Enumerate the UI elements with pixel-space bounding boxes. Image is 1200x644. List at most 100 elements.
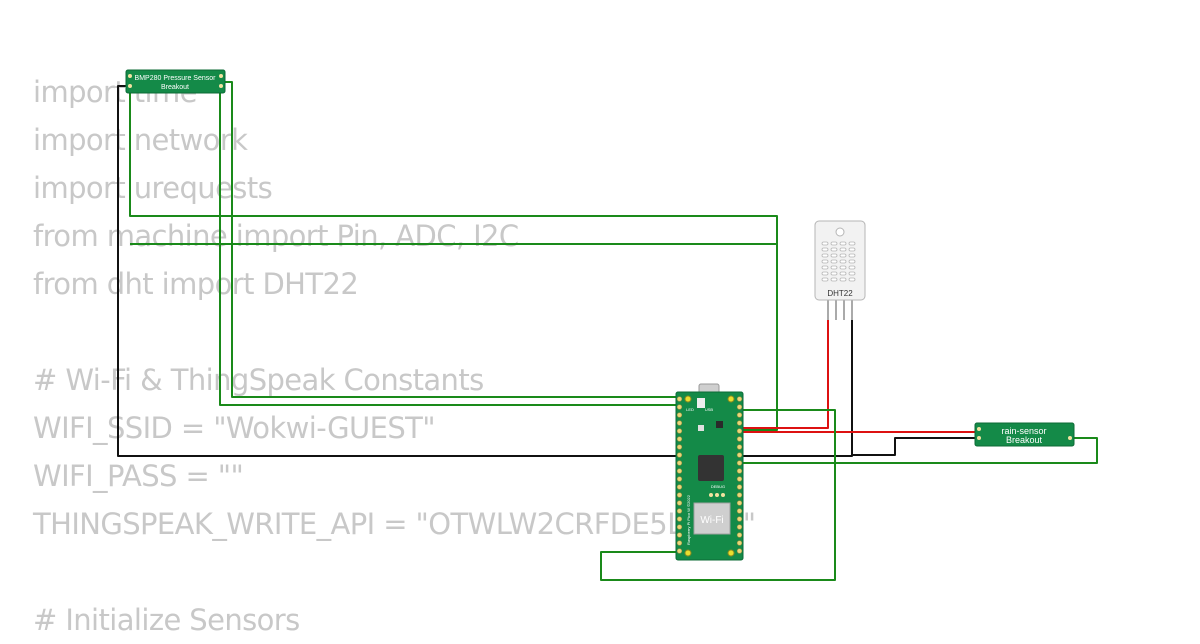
pico-usb-label: USB bbox=[705, 407, 714, 412]
wire-pico-loop[interactable] bbox=[600, 409, 836, 581]
bmp280-pin bbox=[128, 84, 132, 88]
bmp280-label-line2: Breakout bbox=[161, 84, 189, 91]
rain-sensor-pin bbox=[977, 427, 981, 431]
dht22-vent-slot bbox=[830, 253, 838, 258]
pico-pin[interactable] bbox=[736, 524, 743, 530]
code-line: from dht import DHT22 bbox=[33, 267, 359, 301]
wire-dht-vcc[interactable] bbox=[740, 305, 829, 429]
dht22-vent-slot bbox=[821, 241, 829, 246]
rain-sensor-pin bbox=[1068, 436, 1072, 440]
pico-pin[interactable] bbox=[736, 428, 743, 434]
pico-rp2040-chip bbox=[698, 455, 724, 481]
pico-pin[interactable] bbox=[676, 532, 683, 538]
pico-pin[interactable] bbox=[736, 516, 743, 522]
pico-pin[interactable] bbox=[736, 500, 743, 506]
wire-rain-gnd[interactable] bbox=[852, 437, 978, 456]
pico-debug-pin bbox=[721, 493, 725, 497]
dht22-vent-slot bbox=[839, 265, 847, 270]
dht22-vent-slot bbox=[848, 265, 856, 270]
dht22-vent-slot bbox=[821, 259, 829, 264]
pico-pin[interactable] bbox=[676, 476, 683, 482]
pico-pin[interactable] bbox=[736, 420, 743, 426]
dht22-vent-slot bbox=[821, 253, 829, 258]
pico-pin[interactable] bbox=[676, 420, 683, 426]
code-line: from machine import Pin, ADC, I2C bbox=[33, 219, 519, 253]
pico-pin[interactable] bbox=[736, 484, 743, 490]
dht22-mount-hole bbox=[835, 227, 845, 237]
pico-mount-hole bbox=[684, 549, 692, 557]
wire-rain-do[interactable] bbox=[740, 437, 1098, 464]
dht22-vent-slot bbox=[821, 265, 829, 270]
pico-pin[interactable] bbox=[736, 396, 743, 402]
pico-pin[interactable] bbox=[676, 508, 683, 514]
pico-pin[interactable] bbox=[736, 540, 743, 546]
wire-bmp-vcc[interactable] bbox=[129, 90, 778, 244]
wire-dht-data-to-pico[interactable] bbox=[130, 243, 778, 431]
dht22-vent-slot bbox=[848, 271, 856, 276]
pico-pin[interactable] bbox=[676, 436, 683, 442]
dht22-vent-grid bbox=[821, 241, 856, 282]
pico-pin[interactable] bbox=[676, 516, 683, 522]
bmp280-label-line1: BMP280 Pressure Sensor bbox=[135, 75, 217, 82]
bmp280-pin bbox=[128, 74, 132, 78]
dht22-vent-slot bbox=[830, 247, 838, 252]
code-line: import network bbox=[33, 123, 248, 157]
dht22-vent-slot bbox=[848, 253, 856, 258]
rain-sensor-board bbox=[974, 422, 1075, 447]
dht22-vent-slot bbox=[848, 241, 856, 246]
pico-pin[interactable] bbox=[736, 548, 743, 554]
bmp280-breakout[interactable]: BMP280 Pressure Sensor Breakout bbox=[125, 69, 226, 94]
wire-bmp-scl[interactable] bbox=[222, 81, 684, 398]
dht22-vent-slot bbox=[848, 259, 856, 264]
pico-pin[interactable] bbox=[676, 460, 683, 466]
rain-sensor-pin bbox=[977, 436, 981, 440]
pico-pin[interactable] bbox=[736, 444, 743, 450]
bmp280-pin bbox=[219, 84, 223, 88]
pico-pin[interactable] bbox=[676, 540, 683, 546]
pico-pin[interactable] bbox=[736, 492, 743, 498]
rain-sensor-breakout[interactable]: rain-sensor Breakout bbox=[974, 422, 1075, 447]
dht22-vent-slot bbox=[830, 259, 838, 264]
pico-pin[interactable] bbox=[736, 436, 743, 442]
pico-pin[interactable] bbox=[736, 468, 743, 474]
pico-pin[interactable] bbox=[736, 532, 743, 538]
wire-bmp-sda[interactable] bbox=[219, 87, 684, 406]
wire-bmp-gnd[interactable] bbox=[117, 85, 853, 457]
dht22-sensor[interactable]: DHT22 bbox=[814, 220, 866, 320]
pico-wifi-label: Wi-Fi bbox=[700, 515, 723, 526]
pico-pin[interactable] bbox=[676, 492, 683, 498]
pico-pin[interactable] bbox=[736, 404, 743, 410]
pico-pin[interactable] bbox=[676, 468, 683, 474]
dht22-vent-slot bbox=[839, 253, 847, 258]
pico-pin[interactable] bbox=[676, 452, 683, 458]
pico-pin[interactable] bbox=[736, 412, 743, 418]
dht22-vent-slot bbox=[830, 277, 838, 282]
rain-sensor-label-line2: Breakout bbox=[1006, 435, 1043, 445]
dht22-vent-slot bbox=[821, 277, 829, 282]
pico-mount-hole bbox=[727, 395, 735, 403]
rain-sensor-label-line1: rain-sensor bbox=[1001, 426, 1046, 436]
pico-pin[interactable] bbox=[676, 428, 683, 434]
pico-pin[interactable] bbox=[736, 508, 743, 514]
pico-pin[interactable] bbox=[736, 460, 743, 466]
code-line: WIFI_PASS = "" bbox=[33, 459, 244, 493]
pico-pin[interactable] bbox=[676, 396, 683, 402]
pico-pin[interactable] bbox=[676, 444, 683, 450]
pico-pin[interactable] bbox=[676, 524, 683, 530]
pico-pin[interactable] bbox=[676, 412, 683, 418]
pico-w-board[interactable]: Wi-Fi Raspberry Pi Pico W ©2022 DEBUG US… bbox=[675, 383, 744, 561]
pico-mount-hole bbox=[684, 395, 692, 403]
pico-bootsel-button[interactable] bbox=[697, 398, 705, 408]
pico-pin[interactable] bbox=[676, 404, 683, 410]
pico-pin[interactable] bbox=[676, 500, 683, 506]
dht22-vent-slot bbox=[839, 259, 847, 264]
pico-pin[interactable] bbox=[676, 548, 683, 554]
pico-mount-hole bbox=[727, 549, 735, 557]
pico-pin[interactable] bbox=[736, 452, 743, 458]
pico-pin[interactable] bbox=[676, 484, 683, 490]
dht22-vent-slot bbox=[848, 277, 856, 282]
bmp280-pin bbox=[219, 74, 223, 78]
pico-debug-pin bbox=[715, 493, 719, 497]
pico-pin[interactable] bbox=[736, 476, 743, 482]
